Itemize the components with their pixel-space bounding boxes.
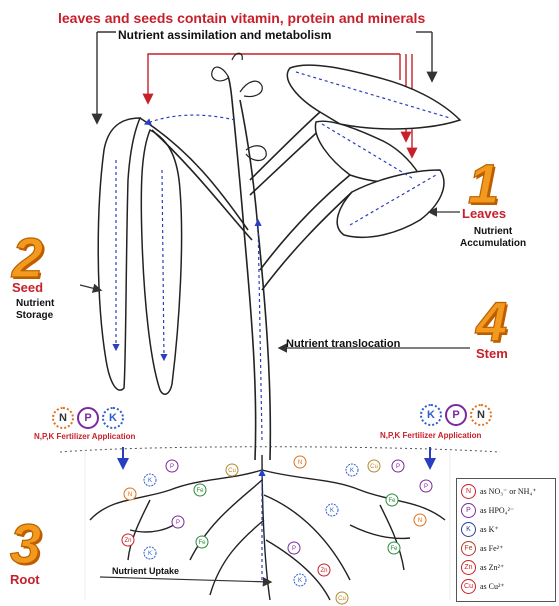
ion-p: P bbox=[392, 460, 404, 472]
stage-1-name: Leaves bbox=[462, 206, 506, 221]
legend-text: as NO₃⁻ or NH₄⁺ bbox=[480, 487, 536, 496]
svg-text:Cu: Cu bbox=[338, 596, 346, 602]
svg-text:Fe: Fe bbox=[198, 540, 206, 546]
ion-p: P bbox=[166, 460, 178, 472]
ion-p: P bbox=[288, 542, 300, 554]
svg-text:Fe: Fe bbox=[196, 488, 204, 494]
stage-2-number: 2 bbox=[12, 230, 43, 286]
fertilizer-chips-left: N P K bbox=[52, 407, 124, 429]
legend-symbol: Zn bbox=[461, 560, 476, 575]
svg-text:P: P bbox=[424, 484, 428, 490]
stage-4-number: 4 bbox=[476, 294, 507, 350]
stage-3-name: Root bbox=[10, 572, 40, 587]
chip-k: K bbox=[420, 404, 442, 426]
stage-4-name: Stem bbox=[476, 346, 508, 361]
top-title: leaves and seeds contain vitamin, protei… bbox=[58, 10, 425, 26]
svg-text:Cu: Cu bbox=[228, 468, 236, 474]
ion-cu: Cu bbox=[368, 460, 380, 472]
legend-row: Fe as Fe²⁺ bbox=[461, 540, 503, 556]
ion-k: K bbox=[144, 547, 156, 559]
soil bbox=[60, 447, 500, 600]
legend-symbol: N bbox=[461, 484, 476, 499]
fertilizer-label-right: N,P,K Fertilizer Application bbox=[380, 431, 481, 440]
ion-n: N bbox=[124, 488, 136, 500]
svg-text:Fe: Fe bbox=[390, 546, 398, 552]
svg-text:K: K bbox=[148, 551, 152, 557]
legend-symbol: P bbox=[461, 503, 476, 518]
ion-k: K bbox=[346, 464, 358, 476]
ion-zn: Zn bbox=[318, 564, 330, 576]
svg-text:N: N bbox=[128, 492, 132, 498]
svg-text:P: P bbox=[292, 546, 296, 552]
ion-p: P bbox=[172, 516, 184, 528]
flowers bbox=[212, 53, 266, 160]
legend-text: as K⁺ bbox=[480, 525, 499, 534]
svg-text:K: K bbox=[350, 468, 354, 474]
legend-row: Cu as Cu²⁺ bbox=[461, 578, 505, 594]
legend-text: as Fe²⁺ bbox=[480, 544, 503, 553]
fertilizer-label-left: N,P,K Fertilizer Application bbox=[34, 432, 135, 441]
svg-text:Fe: Fe bbox=[388, 498, 396, 504]
ion-zn: Zn bbox=[122, 534, 134, 546]
fertilizer-chips-right: K P N bbox=[420, 404, 492, 426]
legend-symbol: Cu bbox=[461, 579, 476, 594]
stage-1-caption: Nutrient Accumulation bbox=[460, 226, 526, 250]
ion-cu: Cu bbox=[336, 592, 348, 604]
legend-text: as Zn²⁺ bbox=[480, 563, 504, 572]
ion-k: K bbox=[144, 474, 156, 486]
stage-3-number: 3 bbox=[10, 516, 41, 572]
svg-text:Cu: Cu bbox=[370, 464, 378, 470]
svg-text:Zn: Zn bbox=[124, 538, 131, 544]
ion-fe: Fe bbox=[196, 536, 208, 548]
chip-k: K bbox=[102, 407, 124, 429]
chip-n: N bbox=[470, 404, 492, 426]
svg-text:K: K bbox=[298, 578, 302, 584]
legend-symbol: K bbox=[461, 522, 476, 537]
callout-lines bbox=[80, 212, 470, 582]
svg-text:P: P bbox=[396, 464, 400, 470]
ion-p: P bbox=[420, 480, 432, 492]
svg-text:K: K bbox=[330, 508, 334, 514]
stage-1-number: 1 bbox=[468, 156, 499, 212]
seed-pods bbox=[98, 115, 235, 394]
ion-k: K bbox=[326, 504, 338, 516]
stage-2-name: Seed bbox=[12, 280, 43, 295]
ion-n: N bbox=[294, 456, 306, 468]
ion-cu: Cu bbox=[226, 464, 238, 476]
svg-text:P: P bbox=[170, 464, 174, 470]
legend-text: as HPO₄²⁻ bbox=[480, 506, 514, 515]
soil-ions: N P K Fe P Zn K Fe Cu N K P Cu Fe P N K … bbox=[122, 456, 432, 604]
root-caption: Nutrient Uptake bbox=[112, 566, 179, 576]
svg-text:K: K bbox=[148, 478, 152, 484]
svg-text:N: N bbox=[298, 460, 302, 466]
chip-p: P bbox=[77, 407, 99, 429]
stage-2-caption: Nutrient Storage bbox=[16, 298, 54, 322]
svg-text:N: N bbox=[418, 518, 422, 524]
ion-n: N bbox=[414, 514, 426, 526]
assimilation-label: Nutrient assimilation and metabolism bbox=[118, 28, 331, 42]
chip-p: P bbox=[445, 404, 467, 426]
stem-caption: Nutrient translocation bbox=[286, 338, 400, 350]
legend-text: as Cu²⁺ bbox=[480, 582, 505, 591]
ion-fe: Fe bbox=[386, 494, 398, 506]
ion-k: K bbox=[294, 574, 306, 586]
svg-text:Zn: Zn bbox=[320, 568, 327, 574]
chip-n: N bbox=[52, 407, 74, 429]
ion-fe: Fe bbox=[388, 542, 400, 554]
legend-row: Zn as Zn²⁺ bbox=[461, 559, 504, 575]
ion-fe: Fe bbox=[194, 484, 206, 496]
legend-symbol: Fe bbox=[461, 541, 476, 556]
svg-text:P: P bbox=[176, 520, 180, 526]
